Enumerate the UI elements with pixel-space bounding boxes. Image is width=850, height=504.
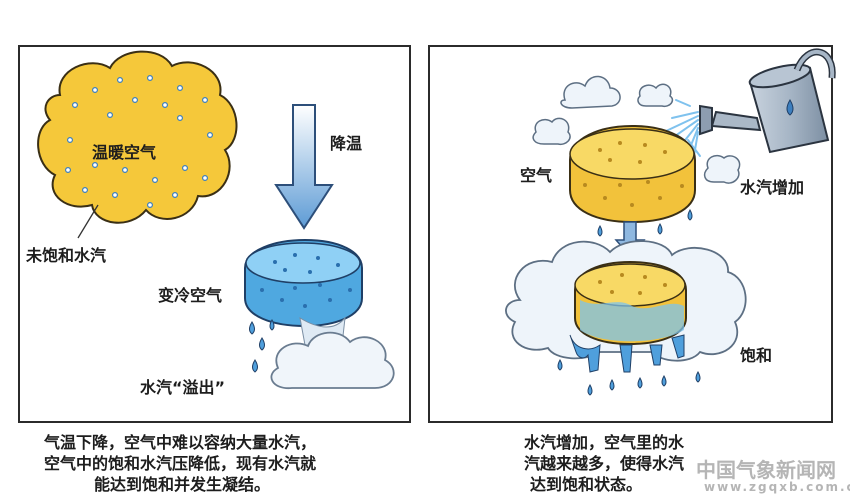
vapor-puffs <box>532 75 741 184</box>
vapor-overflow-label: 水汽“溢出” <box>140 378 226 397</box>
cold-water-drops <box>249 318 275 373</box>
right-caption-line: 汽越来越多，使得水汽 <box>524 454 685 473</box>
warm-air-sponge <box>37 50 238 224</box>
watering-can <box>699 48 836 154</box>
overflow-cloud <box>270 316 395 389</box>
air-label: 空气 <box>520 166 553 185</box>
left-caption: 气温下降，空气中难以容纳大量水汽， 空气中的饱和水汽压降低，现有水汽就 能达到饱… <box>44 432 316 495</box>
left-caption-line: 能达到饱和并发生凝结。 <box>94 475 271 494</box>
cooling-arrow <box>274 104 334 230</box>
unsaturated-pointer <box>77 204 99 239</box>
cooling-label: 降温 <box>330 134 363 153</box>
warm-air-label: 温暖空气 <box>92 143 157 162</box>
unsaturated-vapor-label: 未饱和水汽 <box>26 246 107 265</box>
vapor-increase-label: 水汽增加 <box>740 178 805 197</box>
right-caption: 水汽增加，空气里的水 汽越来越多，使得水汽 达到饱和状态。 <box>524 432 684 495</box>
saturated-label: 饱和 <box>740 346 773 365</box>
watermark-url: www.zgqxb.com.cn <box>704 480 850 494</box>
right-caption-line: 水汽增加，空气里的水 <box>524 433 685 452</box>
air-sponge <box>569 124 696 224</box>
dripping-water <box>557 334 701 396</box>
top-sponge-drops <box>597 208 693 237</box>
watermark-site-name: 中国气象新闻网 <box>696 458 836 482</box>
saturated-sponge <box>574 260 687 346</box>
left-caption-line: 空气中的饱和水汽压降低，现有水汽就 <box>44 454 317 473</box>
cold-air-label: 变冷空气 <box>158 286 223 305</box>
left-caption-line: 气温下降，空气中难以容纳大量水汽， <box>44 433 317 452</box>
right-caption-line: 达到饱和状态。 <box>530 475 643 494</box>
cold-air-sponge <box>244 238 363 328</box>
